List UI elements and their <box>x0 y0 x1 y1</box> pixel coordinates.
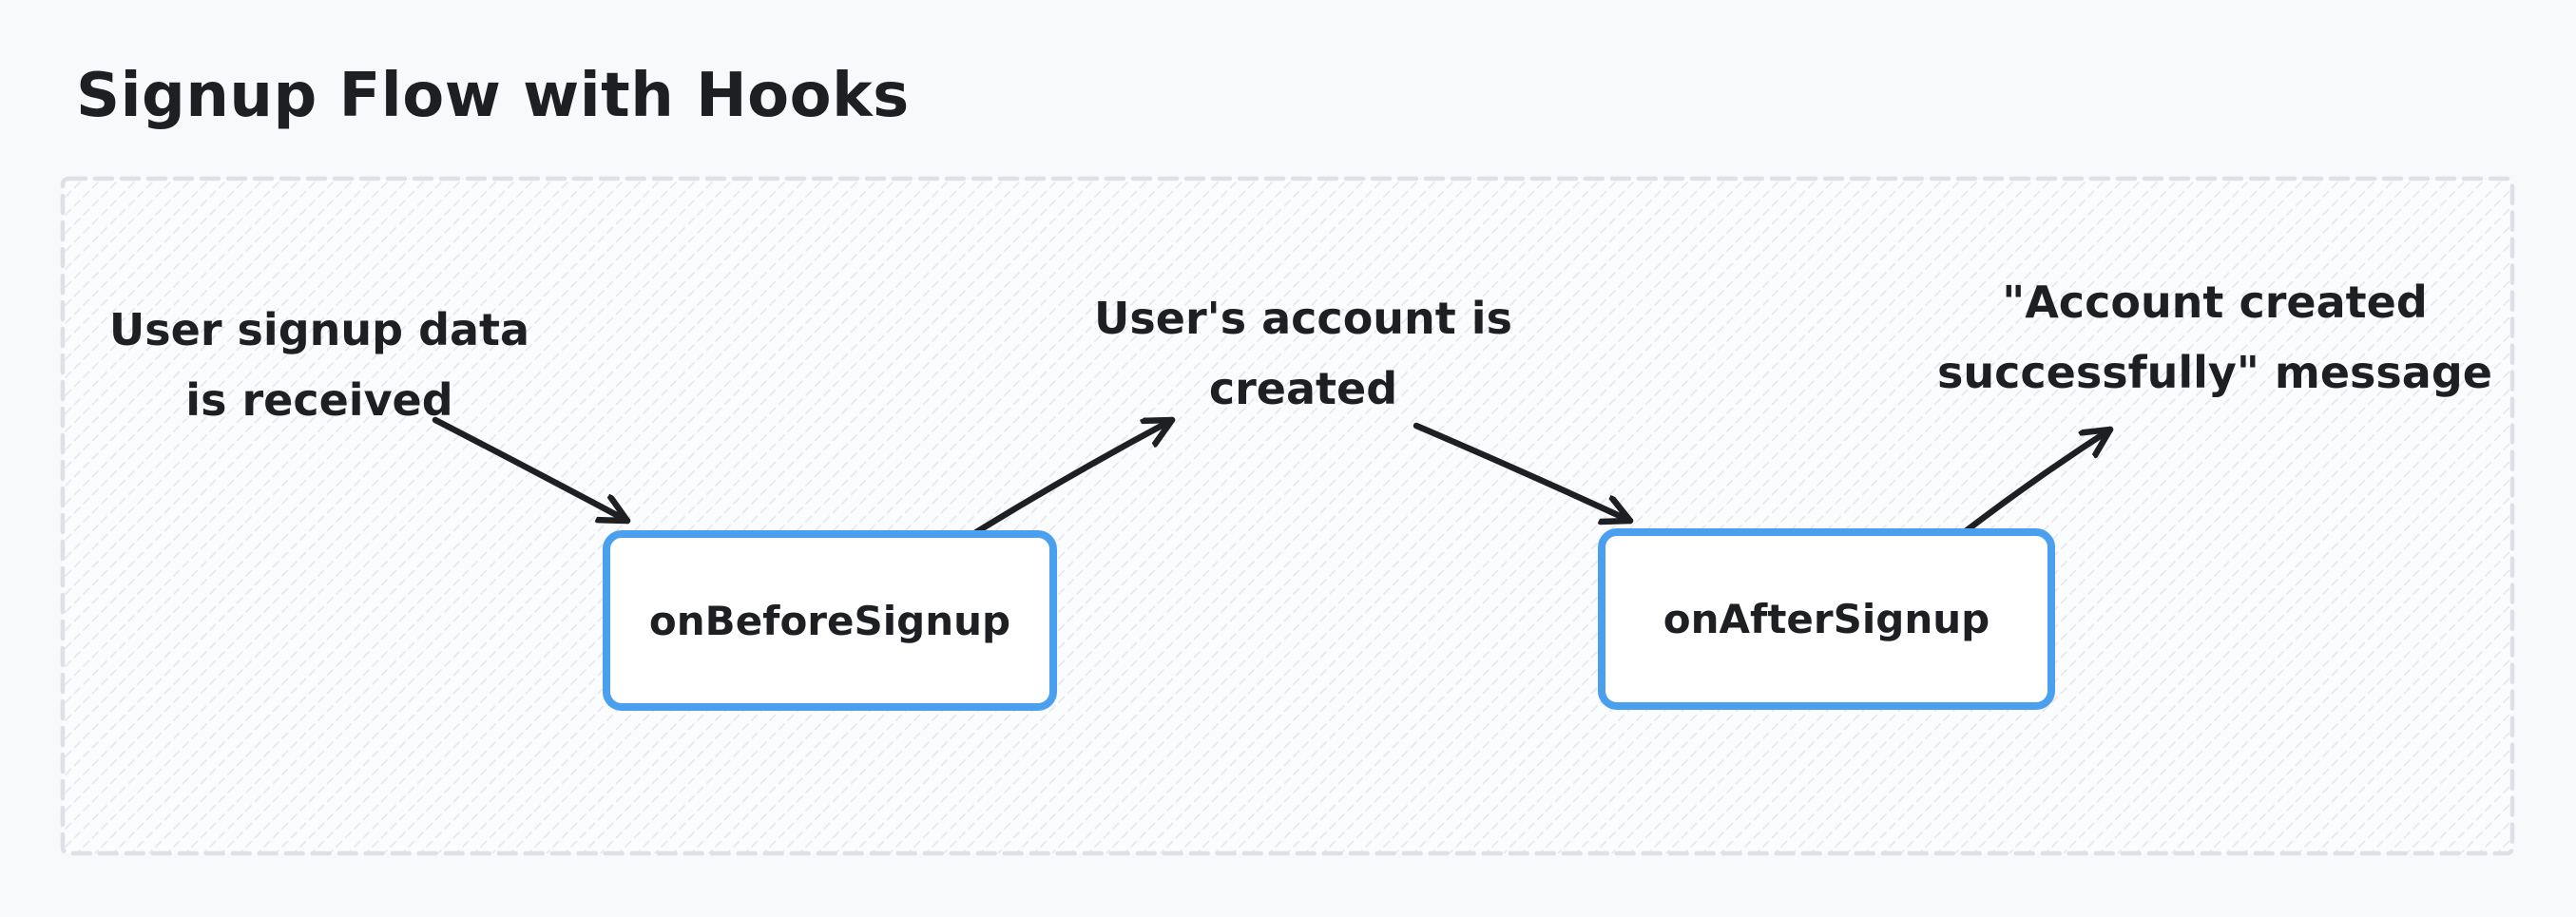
arrow-account-to-after-hook-icon <box>1413 422 1634 521</box>
annotation-signup-data-received: User signup data is received <box>108 304 530 426</box>
arrow-data-to-before-hook-icon <box>432 416 631 525</box>
node-label: onAfterSignup <box>1663 596 1990 642</box>
diagram-title: Signup Flow with Hooks <box>76 61 910 131</box>
node-on-after-signup: onAfterSignup <box>1598 528 2055 710</box>
annotation-success-message: "Account created successfully" message <box>1937 277 2492 398</box>
arrow-before-hook-to-account-icon <box>972 416 1176 536</box>
annotation-account-created: User's account is created <box>1094 293 1512 414</box>
node-label: onBeforeSignup <box>648 597 1011 644</box>
node-on-before-signup: onBeforeSignup <box>603 530 1057 711</box>
arrow-after-hook-to-message-icon <box>1954 426 2114 541</box>
